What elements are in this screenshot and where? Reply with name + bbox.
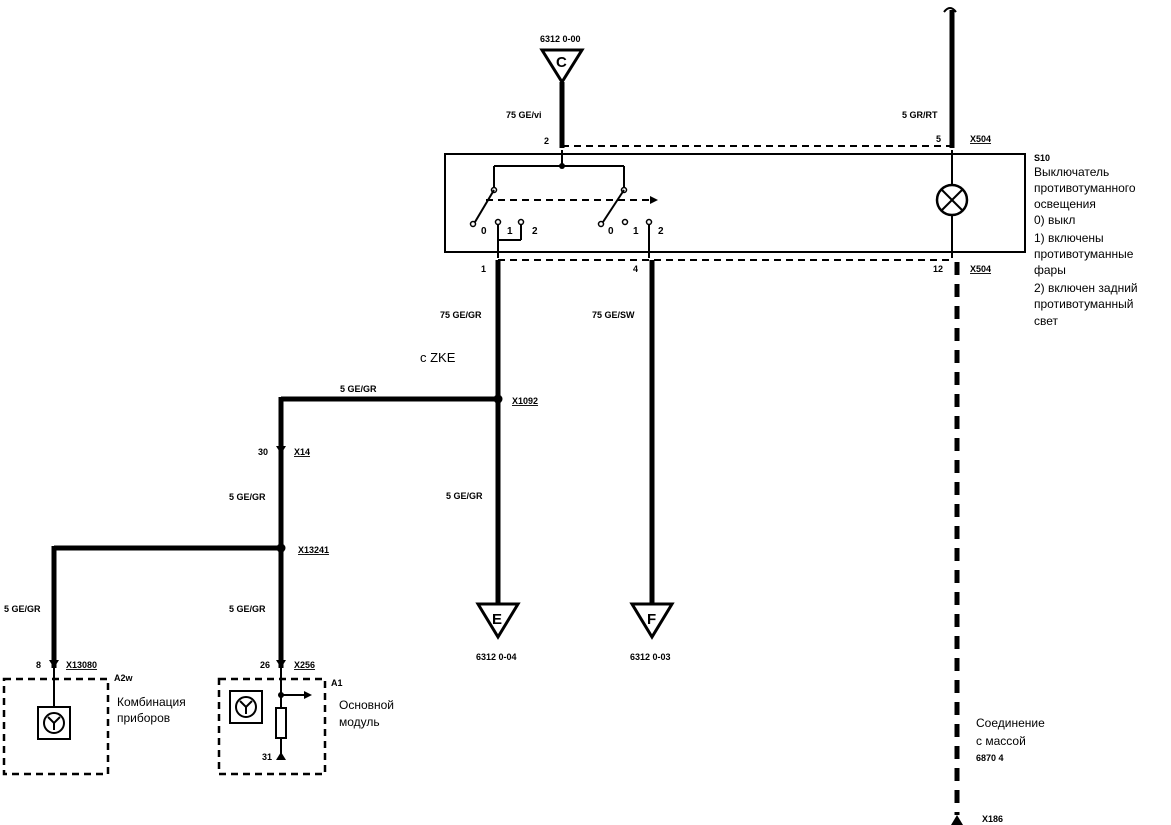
- sw2-contact-0: [597, 220, 605, 228]
- pin-s10-12: 12: [933, 264, 943, 274]
- a1-branch-arrow: [304, 691, 312, 699]
- sw1-contact-1: [494, 218, 502, 226]
- sw2-contact-2: [645, 218, 653, 226]
- switch-pos-2b: противотуманный: [1034, 297, 1133, 311]
- ground-label-1: Соединение: [976, 716, 1045, 730]
- switch-title-3: освещения: [1034, 197, 1096, 211]
- wire-label-mid-right: 75 GE/SW: [592, 310, 635, 320]
- wire-label-top-left: 75 GE/vi: [506, 110, 542, 120]
- a1-arrow: [276, 660, 286, 668]
- sw1-pos-1: 1: [507, 226, 513, 237]
- ground-label-3: 6870 4: [976, 753, 1004, 763]
- sw2-pos-1: 1: [633, 226, 639, 237]
- connector-e-ref: 6312 0-04: [476, 652, 517, 662]
- connector-c-triangle: [539, 48, 585, 85]
- connector-f: F 6312 0-03: [629, 602, 675, 662]
- a2w-id: A2w: [114, 673, 134, 683]
- connector-c: 6312 0-00 C: [539, 34, 585, 85]
- wire-label-horizontal: 5 GE/GR: [340, 384, 377, 394]
- pin-a1: 26: [260, 660, 270, 670]
- switch-title-2: противотуманного: [1034, 181, 1136, 195]
- pin-s10-2: 2: [544, 136, 549, 146]
- ground-terminal-icon: [951, 815, 963, 825]
- plug-x504-bottom: X504: [970, 264, 991, 274]
- wire-label-x1092-down: 5 GE/GR: [446, 491, 483, 501]
- connector-c-letter: C: [556, 54, 567, 71]
- a1-box: [217, 677, 327, 776]
- plug-x14: X14: [294, 447, 310, 457]
- a2w-module-mark: [47, 716, 61, 730]
- a2w-arrow: [49, 660, 59, 668]
- switch-description: S10 Выключатель противотуманного освещен…: [1034, 153, 1138, 328]
- switch-title-1: Выключатель: [1034, 165, 1109, 179]
- plug-x504-top: X504: [970, 134, 991, 144]
- sw1-pos-0: 0: [481, 226, 487, 237]
- component-a2w: A2w Комбинация приборов: [2, 668, 186, 776]
- sw2-blade: [602, 189, 625, 223]
- a1-id: A1: [331, 678, 343, 688]
- switch-pos-2a: 2) включен задний: [1034, 281, 1138, 295]
- sw1-blade: [474, 189, 495, 223]
- switch-pos-0: 0) выкл: [1034, 213, 1075, 227]
- wire-break-symbol: [943, 7, 957, 13]
- a1-line1: Основной: [339, 698, 394, 712]
- pin-x14: 30: [258, 447, 268, 457]
- pin-s10-5: 5: [936, 134, 941, 144]
- x14-arrow: [276, 446, 286, 454]
- sw2-pos-2: 2: [658, 226, 664, 237]
- switch-pos-1a: 1) включены: [1034, 231, 1104, 245]
- a2w-line1: Комбинация: [117, 695, 186, 709]
- switch-pos-1b: противотуманные: [1034, 247, 1134, 261]
- connector-e-triangle: [475, 602, 521, 640]
- a1-line2: модуль: [339, 715, 380, 729]
- sw1-contact-2: [517, 218, 525, 226]
- wire-label-mid-left: 75 GE/GR: [440, 310, 482, 320]
- connector-e: E 6312 0-04: [475, 602, 521, 662]
- sw-mech-arrow: [650, 196, 658, 204]
- switch-s10-box: [444, 153, 1026, 253]
- wire-label-left-branch: 5 GE/GR: [4, 604, 41, 614]
- wire-label-x14-down: 5 GE/GR: [229, 492, 266, 502]
- connector-f-letter: F: [647, 611, 656, 628]
- plug-x1092: X1092: [512, 396, 538, 406]
- switch-mechanism: 0 1 2 0 1 2: [469, 150, 664, 258]
- sw2-pos-0: 0: [608, 226, 614, 237]
- lamp-x2: [940, 188, 964, 212]
- switch-pos-2c: свет: [1034, 314, 1059, 328]
- pin-a1-ground: 31: [262, 752, 272, 762]
- plug-x256: X256: [294, 660, 315, 670]
- wire-label-to-a1: 5 GE/GR: [229, 604, 266, 614]
- plug-x13080: X13080: [66, 660, 97, 670]
- switch-id: S10: [1034, 153, 1050, 163]
- plug-x186: X186: [982, 814, 1003, 824]
- component-a1: 31 A1 Основной модуль: [217, 668, 394, 776]
- indicator-lamp: [935, 150, 969, 258]
- switch-pos-1c: фары: [1034, 263, 1066, 277]
- pin-s10-1: 1: [481, 264, 486, 274]
- pin-a2w: 8: [36, 660, 41, 670]
- sw1-pos-2: 2: [532, 226, 538, 237]
- connector-f-ref: 6312 0-03: [630, 652, 671, 662]
- connector-e-letter: E: [492, 611, 502, 628]
- wire-label-top-right: 5 GR/RT: [902, 110, 938, 120]
- a1-resistor-icon: [275, 707, 287, 739]
- a2w-line2: приборов: [117, 711, 170, 725]
- sw2-contact-1: [621, 218, 629, 226]
- note-zke: с ZKE: [420, 350, 456, 365]
- a1-ground-icon: [276, 752, 286, 760]
- a2w-box: [2, 677, 110, 776]
- a1-module-mark: [239, 700, 253, 714]
- ground-label-2: с массой: [976, 734, 1026, 748]
- sw1-contact-0: [469, 220, 477, 228]
- plug-x13241: X13241: [298, 545, 329, 555]
- connector-c-ref: 6312 0-00: [540, 34, 581, 44]
- connector-f-triangle: [629, 602, 675, 640]
- pin-s10-4: 4: [633, 264, 638, 274]
